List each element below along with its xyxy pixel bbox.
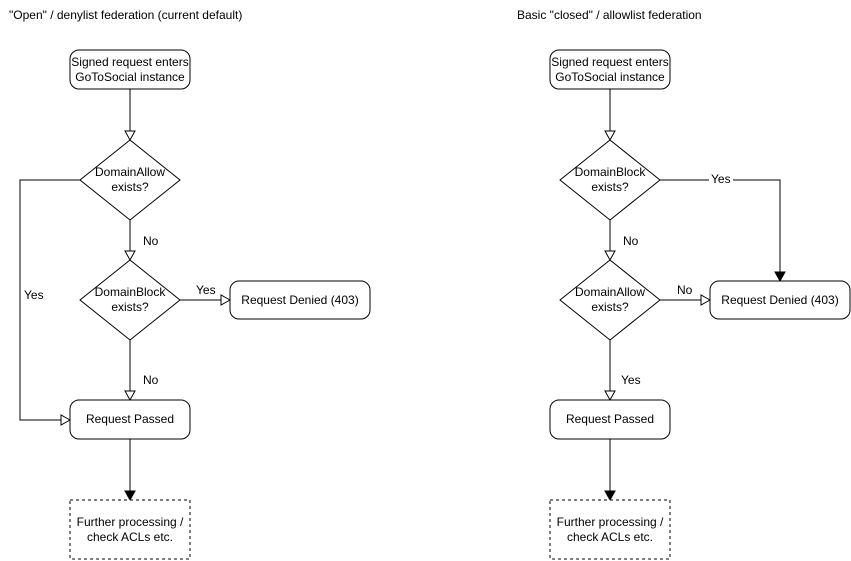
left-further-node bbox=[69, 499, 191, 560]
right-start-node bbox=[549, 49, 671, 90]
left-decision1-diamond bbox=[79, 139, 181, 221]
right-passed-node bbox=[549, 399, 671, 440]
left-arrowhead-open-decision1 bbox=[124, 130, 136, 142]
left-arrowhead-open-denied bbox=[220, 294, 232, 306]
left-arrowhead-open-decision2 bbox=[124, 250, 136, 262]
left-flowchart bbox=[19, 49, 371, 560]
right-arrowhead-open-denied-left bbox=[700, 294, 712, 306]
right-arrowhead-open-passed-top bbox=[604, 390, 616, 402]
right-further-node bbox=[549, 499, 671, 560]
right-flowchart bbox=[549, 49, 851, 560]
right-diagram-title: Basic "closed" / allowlist federation bbox=[517, 8, 702, 22]
right-decision1-diamond bbox=[559, 139, 661, 221]
left-passed-node bbox=[69, 399, 191, 440]
right-arrowhead-open-decision1 bbox=[604, 130, 616, 142]
left-arrowhead-open-passed-left bbox=[60, 414, 72, 426]
right-edge-decision1-yes bbox=[660, 179, 781, 272]
left-diagram-title: "Open" / denylist federation (current de… bbox=[9, 8, 243, 22]
left-denied-node bbox=[229, 280, 371, 320]
left-decision2-diamond bbox=[79, 259, 181, 341]
left-start-node bbox=[69, 49, 191, 90]
left-arrowhead-filled-further bbox=[124, 490, 136, 502]
right-arrowhead-open-decision2 bbox=[604, 250, 616, 262]
left-edge-decision1-yes bbox=[19, 179, 80, 421]
right-arrowhead-filled-further bbox=[604, 490, 616, 502]
right-decision2-diamond bbox=[559, 259, 661, 341]
left-arrowhead-open-passed-top bbox=[124, 390, 136, 402]
right-denied-node bbox=[709, 280, 851, 320]
right-arrowhead-filled-denied-top bbox=[774, 271, 786, 283]
